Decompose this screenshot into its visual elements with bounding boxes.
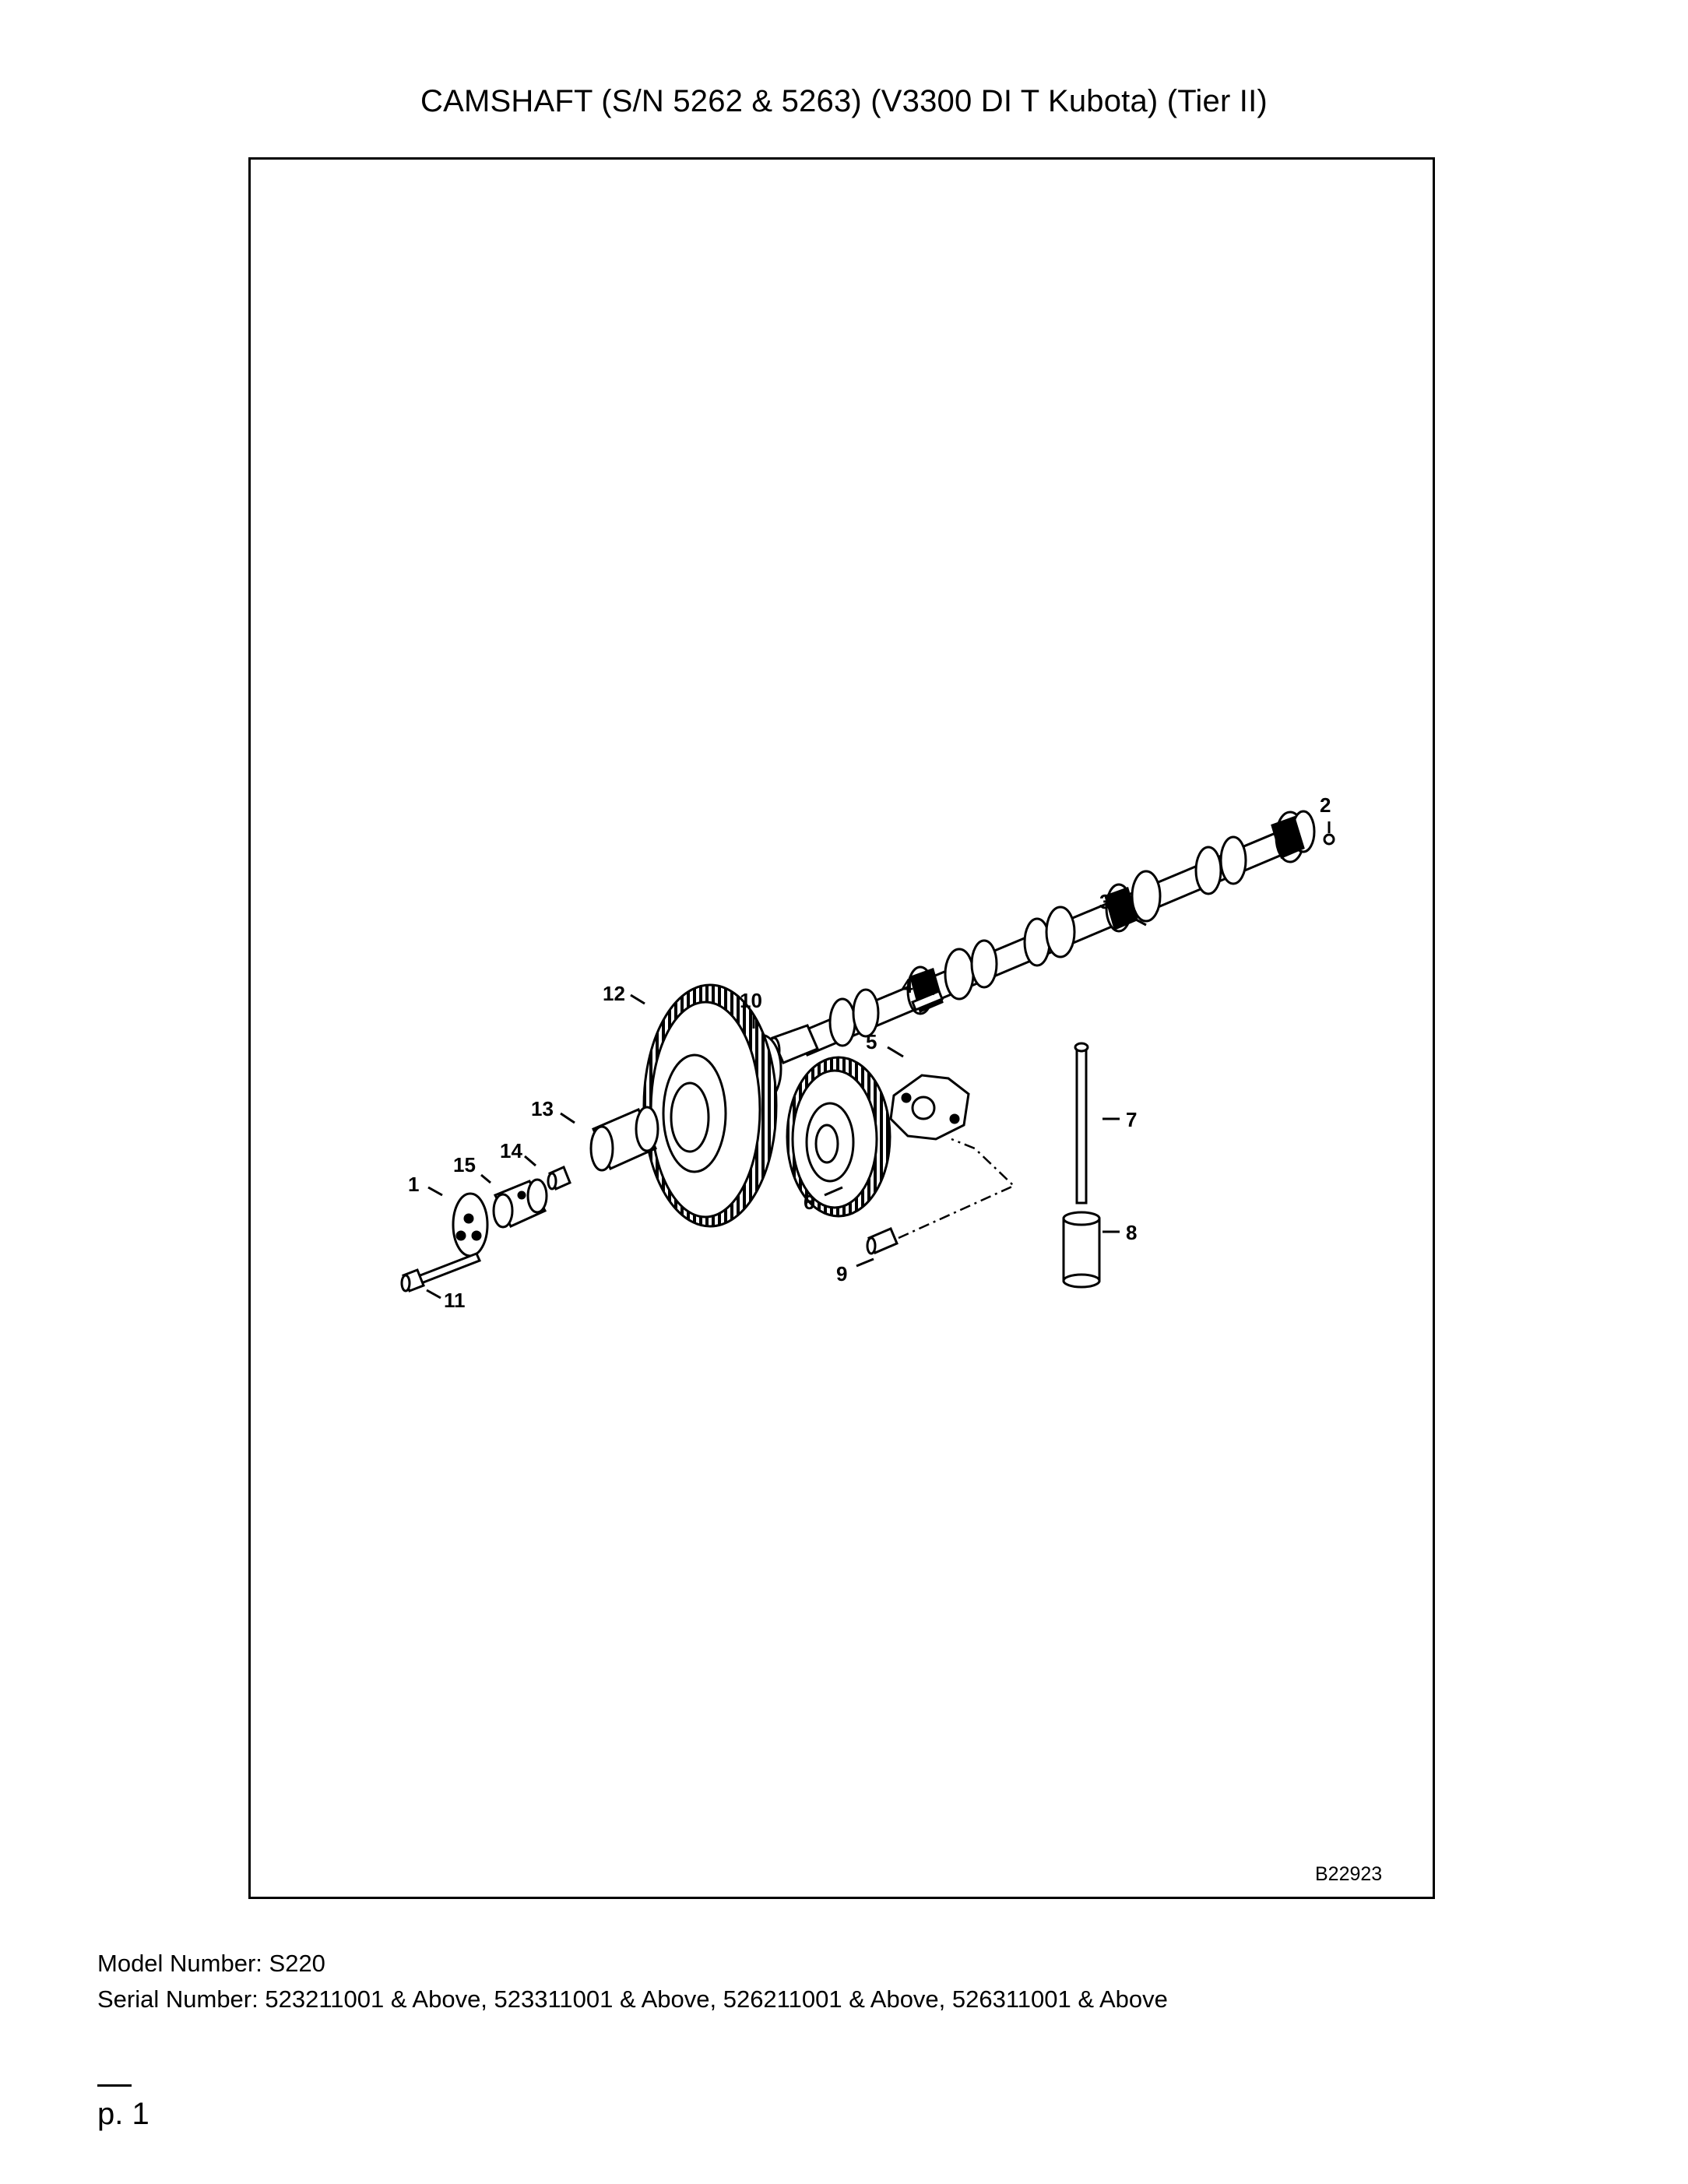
- page-number: p. 1: [97, 2097, 149, 2131]
- collar-plate: [452, 1192, 489, 1257]
- model-number: Model Number: S220: [97, 1950, 325, 1977]
- bushing: [589, 1106, 659, 1172]
- ball-part: [1323, 833, 1335, 846]
- cam-gear: [786, 1056, 891, 1218]
- serial-number: Serial Number: 523211001 & Above, 523311…: [97, 1985, 1168, 2013]
- callout-12: 12: [603, 982, 625, 1005]
- callout-6: 6: [804, 1190, 814, 1214]
- callout-1: 1: [408, 1173, 419, 1196]
- bolt-part: [400, 1252, 482, 1292]
- callout-8: 8: [1126, 1221, 1137, 1244]
- callout-7: 7: [1126, 1108, 1137, 1131]
- push-rod: [1074, 1042, 1089, 1205]
- page-title: CAMSHAFT (S/N 5262 & 5263) (V3300 DI T K…: [420, 84, 1268, 118]
- idle-gear: [642, 983, 778, 1228]
- guide-line: [898, 1138, 1016, 1240]
- callout-5: 5: [866, 1030, 877, 1053]
- thrust-plate: [889, 1074, 970, 1141]
- idle-gear-shaft: [492, 1178, 548, 1229]
- key-part: [911, 990, 944, 1011]
- callout-4: 4: [902, 974, 913, 997]
- diagram-frame: 2 3 4 5 6 7 8 9 10 12 13 14 15 1 11 B229…: [248, 157, 1435, 1899]
- tappet: [1062, 1211, 1101, 1289]
- small-bushing: [547, 1165, 571, 1191]
- callout-2: 2: [1320, 793, 1331, 817]
- callout-9: 9: [836, 1262, 847, 1285]
- callout-13: 13: [531, 1097, 554, 1120]
- camshaft: [767, 810, 1316, 1064]
- diagram-reference-code: B22923: [1315, 1863, 1382, 1885]
- callout-3: 3: [1099, 890, 1110, 913]
- callout-10: 10: [740, 989, 762, 1012]
- bolt-part: [866, 1227, 899, 1255]
- leader-lines: [426, 821, 1331, 1299]
- callout-15: 15: [453, 1153, 476, 1176]
- callout-14: 14: [500, 1139, 522, 1162]
- footer-divider: [97, 2084, 132, 2087]
- camshaft-exploded-diagram: 2 3 4 5 6 7 8 9 10 12 13 14 15 1 11 B229…: [400, 793, 1382, 1885]
- callout-11: 11: [444, 1289, 466, 1312]
